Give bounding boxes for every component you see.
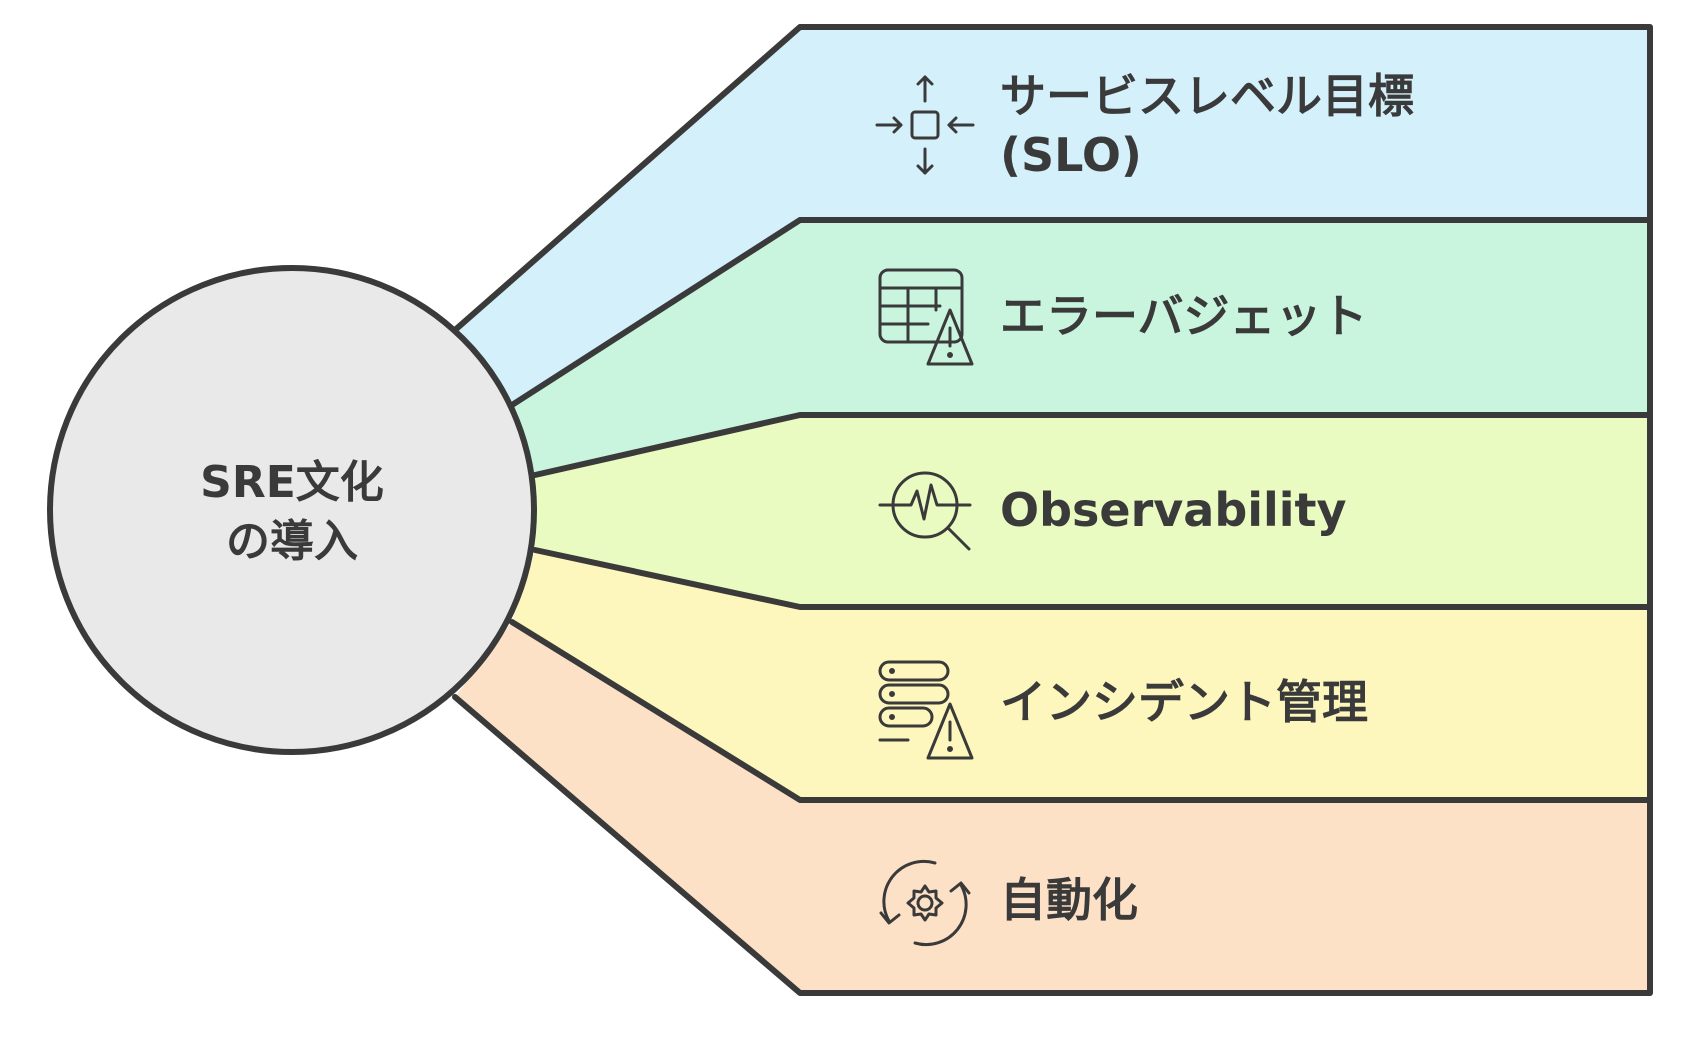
- band-error-budget-fill: [512, 220, 1650, 475]
- pulse-magnifier-icon: [878, 471, 972, 551]
- label-slo-line2: (SLO): [1000, 128, 1142, 182]
- band-outlines: [452, 24, 1653, 996]
- band-slo: [455, 27, 1650, 405]
- band-slo-fill: [455, 27, 1650, 405]
- table-warning-icon: [878, 268, 974, 366]
- band-observability-fill: [535, 415, 1650, 607]
- band-incident-fill: [512, 550, 1650, 800]
- divider-2: [532, 412, 1653, 478]
- center-label-line1: SRE文化: [200, 457, 384, 508]
- center-node: SRE文化 の導入: [47, 265, 537, 755]
- divider-4: [509, 619, 1653, 803]
- center-label-line2: の導入: [226, 516, 358, 567]
- band-incident: [512, 550, 1650, 800]
- band-observability: [535, 415, 1650, 607]
- band-error-budget: [512, 220, 1650, 475]
- label-observability: Observability: [1000, 483, 1347, 537]
- server-warning-icon: [878, 660, 974, 760]
- label-automation: 自動化: [1000, 873, 1138, 927]
- gear-cycle-icon: [879, 859, 971, 947]
- label-error-budget: エラーバジェット: [1000, 289, 1368, 343]
- divider-3: [532, 547, 1653, 610]
- label-incident: インシデント管理: [1000, 675, 1368, 729]
- outline-top: [452, 24, 1653, 996]
- target-arrows-icon: [875, 75, 975, 175]
- label-slo-line1: サービスレベル目標: [1000, 69, 1414, 123]
- band-automation: [455, 622, 1650, 993]
- band-automation-fill: [455, 622, 1650, 993]
- center-circle: [47, 265, 537, 755]
- divider-1: [509, 217, 1653, 408]
